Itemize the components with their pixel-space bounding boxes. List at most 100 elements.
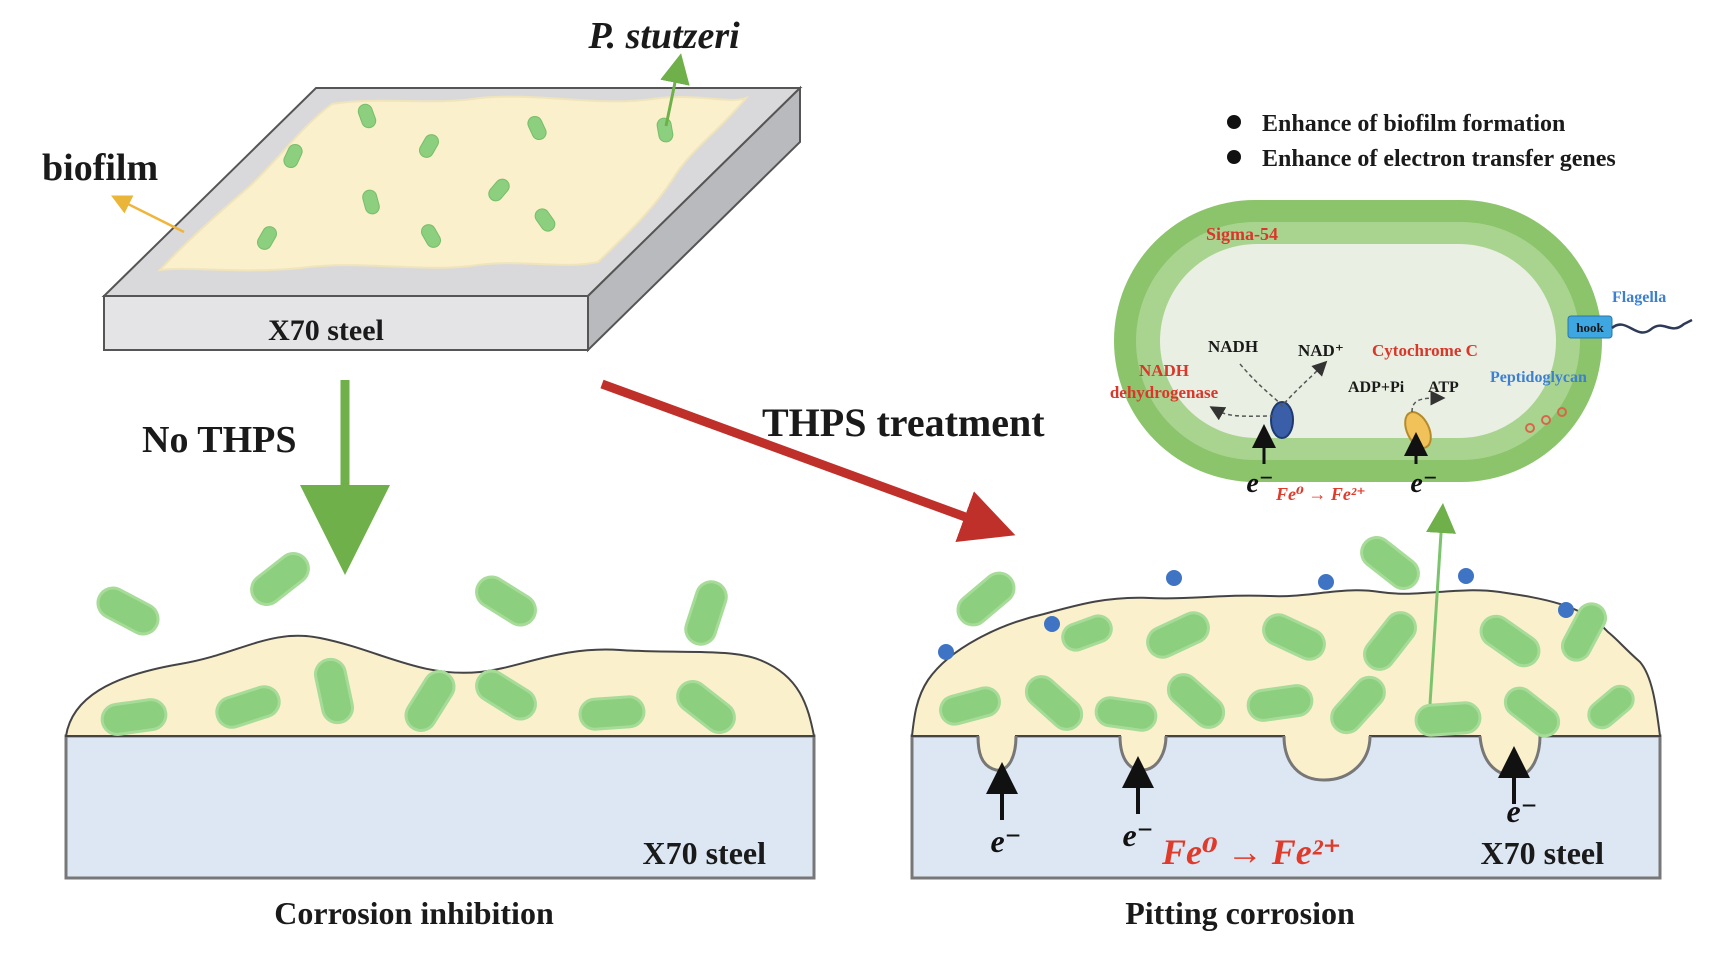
right-bacteria <box>939 536 1635 738</box>
p-stutzeri-pointer <box>660 53 690 127</box>
bacterium <box>250 552 310 606</box>
plate-side-face <box>587 85 801 353</box>
ion-dot <box>1044 616 1060 632</box>
nad-label: NAD⁺ <box>1298 341 1344 360</box>
bacterium <box>100 698 168 736</box>
bacterium <box>1560 602 1608 662</box>
bacterium <box>1363 611 1417 671</box>
bacterium <box>475 669 537 721</box>
pit-electron-3: e⁻ <box>1506 793 1537 829</box>
plate-biofilm <box>157 95 750 272</box>
pitting-panel: e⁻ e⁻ e⁻ Fe⁰ → Fe²⁺ X70 steel Pitting co… <box>910 503 1662 931</box>
inhibition-panel: X70 steel Corrosion inhibition <box>64 552 816 931</box>
cell-cytoplasm <box>1160 244 1556 438</box>
ion-dot <box>1458 568 1474 584</box>
hook-label: hook <box>1576 320 1604 335</box>
biofilm-label: biofilm <box>42 147 158 189</box>
legend-bullet <box>1227 150 1241 164</box>
bacterium <box>1061 614 1113 652</box>
pitting-corrosion-caption: Pitting corrosion <box>1125 895 1355 931</box>
bacterium <box>1503 686 1561 738</box>
legend-bullet <box>1227 115 1241 129</box>
atp-label: ATP <box>1428 379 1459 396</box>
cell-electron-right: e⁻ <box>1410 468 1437 499</box>
bacterium <box>475 575 537 627</box>
bacterium <box>404 670 456 732</box>
thps-treatment-label: THPS treatment <box>762 400 1045 445</box>
bacterium <box>1094 696 1158 732</box>
ion-dot <box>1558 602 1574 618</box>
blue-ions <box>938 568 1574 660</box>
cytochrome-c-label: Cytochrome C <box>1372 341 1478 360</box>
bacterium <box>1024 675 1084 731</box>
bacterium <box>676 680 736 734</box>
x70-steel-right-label: X70 steel <box>1480 835 1604 871</box>
flagella-label: Flagella <box>1612 289 1666 306</box>
bacterium <box>357 103 377 129</box>
bacterium <box>1414 701 1482 737</box>
bacterium <box>939 686 1001 726</box>
pit-fe-reaction: Fe⁰ → Fe²⁺ <box>1161 832 1342 872</box>
nadh-dehydrogenase-label-1: NADH <box>1139 361 1189 380</box>
bacterium <box>257 226 277 250</box>
vesicle <box>1557 407 1567 417</box>
left-bacteria <box>96 552 736 736</box>
plate-bacteria <box>257 103 674 250</box>
sigma-54-label: Sigma-54 <box>1206 224 1278 244</box>
bacterium <box>1262 613 1326 661</box>
legend-item-electron: Enhance of electron transfer genes <box>1262 146 1616 172</box>
bacterium <box>534 208 556 232</box>
x70-steel-left-label: X70 steel <box>642 835 766 871</box>
bacterium <box>419 134 439 158</box>
nadh-dehydrogenase-label-2: dehydrogenase <box>1110 383 1219 402</box>
legend: Enhance of biofilm formation Enhance of … <box>1227 111 1616 172</box>
x70-steel-left <box>64 734 816 880</box>
bacterium <box>1587 684 1635 730</box>
top-steel-plate: X70 steel <box>101 85 803 353</box>
bacterium <box>578 695 646 731</box>
bacterium <box>96 586 160 636</box>
bacterium <box>283 143 303 169</box>
adp-pi-label: ADP+Pi <box>1348 379 1405 396</box>
ion-dot <box>1166 570 1182 586</box>
pit-electron-2: e⁻ <box>1122 817 1153 853</box>
ion-dot <box>938 644 954 660</box>
bacterium <box>684 580 728 646</box>
nadh-pathway <box>1239 360 1328 408</box>
bacterium <box>1330 675 1386 735</box>
pit-electron-1: e⁻ <box>990 823 1021 859</box>
no-thps-label: No THPS <box>142 419 297 461</box>
peptidoglycan-label: Peptidoglycan <box>1490 369 1587 386</box>
bacterium <box>956 571 1016 627</box>
bacterium <box>1166 673 1226 729</box>
x70-steel-top-label: X70 steel <box>268 314 384 347</box>
p-stutzeri-label: P. stutzeri <box>587 15 740 57</box>
bacterium <box>1246 684 1314 722</box>
bacterium <box>527 115 547 141</box>
bacterium <box>1360 536 1420 590</box>
nadh-label: NADH <box>1208 337 1258 356</box>
bacterium <box>313 657 355 725</box>
bacterium-cell: hook Flagella Sigma-54 NADH NAD⁺ Cytochr… <box>1110 200 1693 504</box>
cell-electron-left: e⁻ <box>1246 468 1273 499</box>
bacterium <box>488 178 510 202</box>
vesicle <box>1525 423 1535 433</box>
corrosion-inhibition-caption: Corrosion inhibition <box>274 895 554 931</box>
atp-pathway <box>1411 390 1446 413</box>
bacterium <box>1479 614 1541 668</box>
nadh-dehydrogenase-complex <box>1270 401 1294 439</box>
bacterium <box>421 224 441 248</box>
vesicle <box>1541 415 1551 425</box>
zoom-arrow <box>1426 503 1457 705</box>
legend-item-biofilm: Enhance of biofilm formation <box>1262 111 1565 137</box>
bacterium <box>215 685 281 729</box>
bacterium <box>362 189 380 215</box>
cell-fe-reaction: Fe⁰ → Fe²⁺ <box>1275 484 1366 504</box>
flagellum <box>1611 318 1693 334</box>
ion-dot <box>1318 574 1334 590</box>
thps-treatment-arrow <box>600 379 1016 543</box>
bacterium <box>656 117 674 143</box>
biofilm-pointer <box>111 195 185 234</box>
bacterium <box>1146 611 1210 659</box>
